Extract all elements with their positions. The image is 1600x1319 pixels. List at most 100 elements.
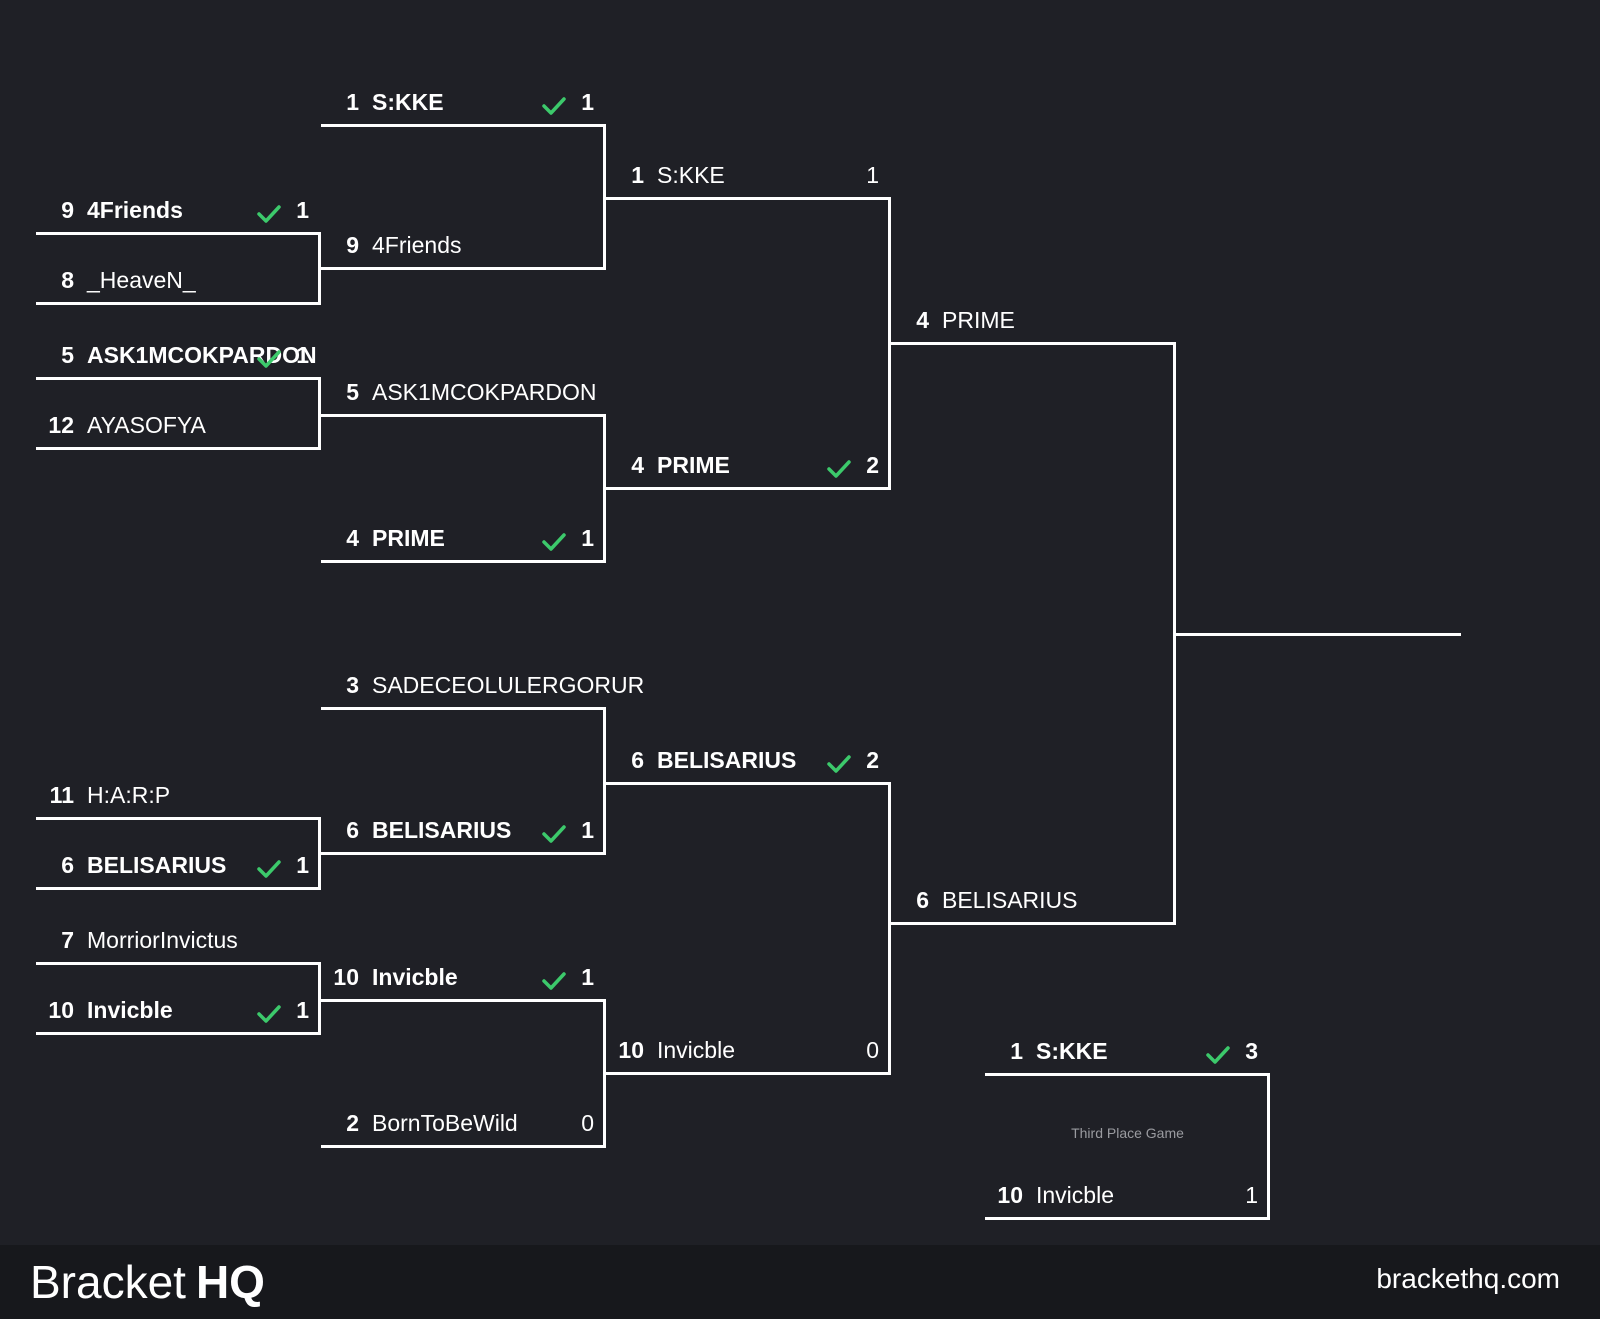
check-icon [257,1002,281,1023]
team-name: S:KKE [657,162,725,188]
team-name: Invicble [657,1037,735,1063]
third-place-label: Third Place Game [1071,1125,1184,1141]
round1-match-4-top-slot[interactable]: 7 MorriorInvictus [36,919,321,965]
round2-match-1-connector [321,124,606,270]
team-name: Invicble [1036,1182,1114,1208]
round3-match-1-connector [606,197,891,490]
seed-number: 4 [631,452,644,478]
check-icon [827,457,851,478]
round1-match-1-connector [36,232,321,305]
round1-match-1-bottom-slot[interactable]: 8 _HeaveN_ [36,259,321,305]
seed-number: 10 [997,1182,1023,1208]
team-name: 4Friends [372,232,462,258]
seed-number: 5 [61,342,74,368]
site-link[interactable]: brackethq.com [1376,1263,1560,1294]
check-icon [542,969,566,990]
team-name: MorriorInvictus [87,927,238,953]
round2-match-3-top-slot[interactable]: 3 SADECEOLULERGORUR [321,664,645,710]
seed-number: 10 [618,1037,644,1063]
seed-number: 3 [346,672,359,698]
team-name: Invicble [87,997,173,1023]
team-name: _HeaveN_ [87,267,196,293]
seed-number: 5 [346,379,359,405]
round1-match-3-top-slot[interactable]: 11 H:A:R:P [36,774,321,820]
round3-match-2-connector [606,782,891,1075]
check-icon [542,94,566,115]
seed-number: 8 [61,267,74,293]
team-name: S:KKE [372,89,444,115]
champion-line [1176,633,1461,636]
team-name: BELISARIUS [942,887,1078,913]
final-bottom-slot[interactable]: 6 BELISARIUS [891,879,1176,925]
score: 3 [1245,1038,1258,1064]
check-icon [257,347,281,368]
check-icon [257,202,281,223]
team-name: BornToBeWild [372,1110,518,1136]
seed-number: 4 [916,307,929,333]
seed-number: 7 [61,927,74,953]
seed-number: 2 [346,1110,359,1136]
logo-word-hq: HQ [195,1256,265,1308]
round2-match-1-bottom-slot[interactable]: 9 4Friends [321,224,606,270]
team-name: BELISARIUS [372,817,512,843]
team-name: AYASOFYA [87,412,206,438]
score: 1 [581,964,594,990]
seed-number: 1 [631,162,644,188]
team-name: PRIME [657,452,730,478]
check-icon [827,752,851,773]
round3-match-2-bottom-slot[interactable]: 10 Invicble 0 [606,1029,891,1075]
seed-number: 10 [333,964,359,990]
score: 1 [296,997,309,1023]
score: 1 [296,852,309,878]
round1-match-4-connector [36,962,321,1035]
team-name: S:KKE [1036,1038,1108,1064]
third-place-top-slot[interactable]: 1 S:KKE 3 [985,1030,1270,1076]
team-name: PRIME [372,525,445,551]
final-top-slot[interactable]: 4 PRIME [891,299,1176,345]
seed-number: 6 [916,887,929,913]
score: 0 [581,1110,594,1136]
score: 1 [296,342,309,368]
check-icon [542,822,566,843]
team-name: 4Friends [87,197,183,223]
round2-match-3-connector [321,707,606,855]
round2-match-1-top-slot[interactable]: 1 S:KKE 1 [321,81,606,127]
logo-word-bracket: Bracket [30,1256,186,1308]
seed-number: 1 [1010,1038,1023,1064]
score: 1 [581,525,594,551]
seed-number: 1 [346,89,359,115]
score: 0 [866,1037,879,1063]
third-place-bottom-slot[interactable]: 10 Invicble 1 [985,1174,1270,1220]
team-name: PRIME [942,307,1015,333]
seed-number: 9 [61,197,74,223]
score: 1 [1245,1182,1258,1208]
seed-number: 6 [346,817,359,843]
team-name: SADECEOLULERGORUR [372,672,645,698]
check-icon [1206,1043,1230,1064]
score: 1 [581,89,594,115]
team-name: H:A:R:P [87,782,171,808]
seed-number: 12 [48,412,74,438]
seed-number: 11 [49,782,74,808]
check-icon [542,530,566,551]
round2-match-4-bottom-slot[interactable]: 2 BornToBeWild 0 [321,1102,606,1148]
team-name: BELISARIUS [87,852,227,878]
seed-number: 9 [346,232,359,258]
round1-match-4-bottom-slot[interactable]: 10 Invicble 1 [36,989,321,1035]
round1-match-2-bottom-slot[interactable]: 12 AYASOFYA [36,404,321,450]
seed-number: 10 [48,997,74,1023]
seed-number: 6 [631,747,644,773]
